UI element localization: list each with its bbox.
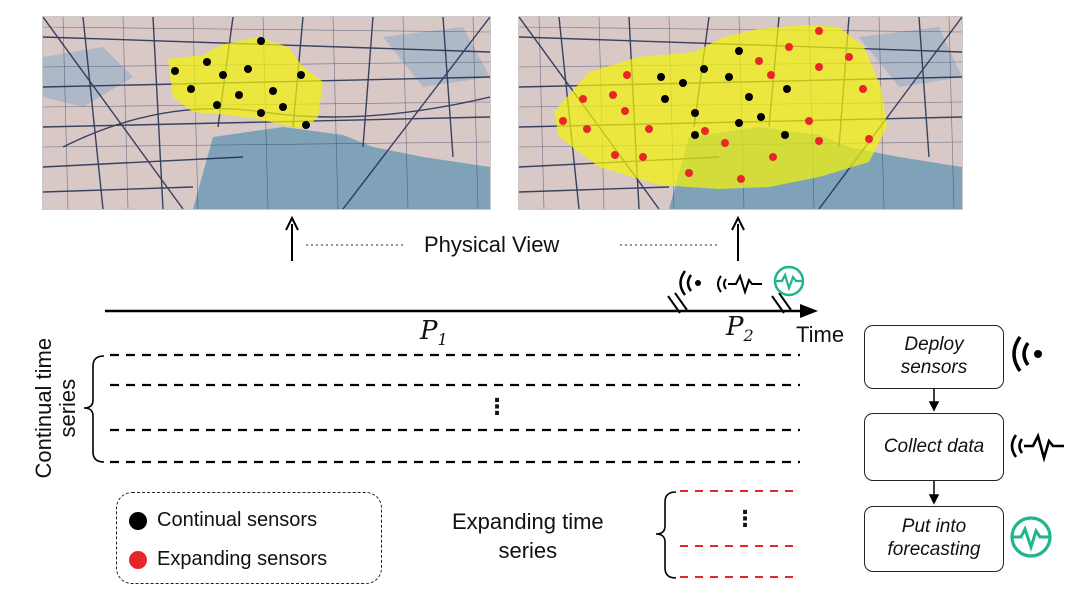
flow-arrows (928, 388, 940, 505)
time-axis (105, 304, 818, 318)
period-2-label: P2 (726, 312, 754, 346)
continual-brace (83, 355, 105, 463)
legend-item-expanding: Expanding sensors (129, 548, 327, 571)
continual-ellipsis: ⋮ (486, 394, 508, 419)
signal-pulse-icon (717, 273, 762, 296)
expanding-time-series-label: Expanding time series (452, 509, 604, 563)
sensor-wave-icon (679, 270, 701, 296)
time-axis-label: Time (796, 322, 845, 347)
red-dot-icon (129, 550, 147, 569)
continual-series-lines (110, 353, 800, 464)
sensor-wave-icon (1012, 335, 1042, 373)
forecast-monitor-icon (773, 265, 805, 297)
map-period-2 (518, 16, 963, 210)
legend: Continual sensors Expanding sensors (116, 492, 382, 584)
legend-item-continual: Continual sensors (129, 509, 317, 532)
map-period-1 (42, 16, 491, 210)
flow-step-collect-data: Collect data (864, 413, 1004, 481)
period-1-label: P1 (420, 316, 448, 350)
up-arrow-right (731, 215, 745, 261)
continual-time-series-label: Continual time series (30, 337, 80, 479)
physical-view-label: Physical View (424, 232, 560, 257)
black-dot-icon (129, 511, 147, 530)
expanding-series-lines (680, 490, 800, 578)
coverage-area-2 (554, 25, 887, 189)
forecast-monitor-icon (1010, 516, 1052, 558)
up-arrow-left (285, 215, 299, 261)
signal-pulse-icon (1010, 432, 1064, 463)
expanding-ellipsis: ⋮ (734, 506, 756, 531)
expanding-brace (655, 491, 677, 579)
